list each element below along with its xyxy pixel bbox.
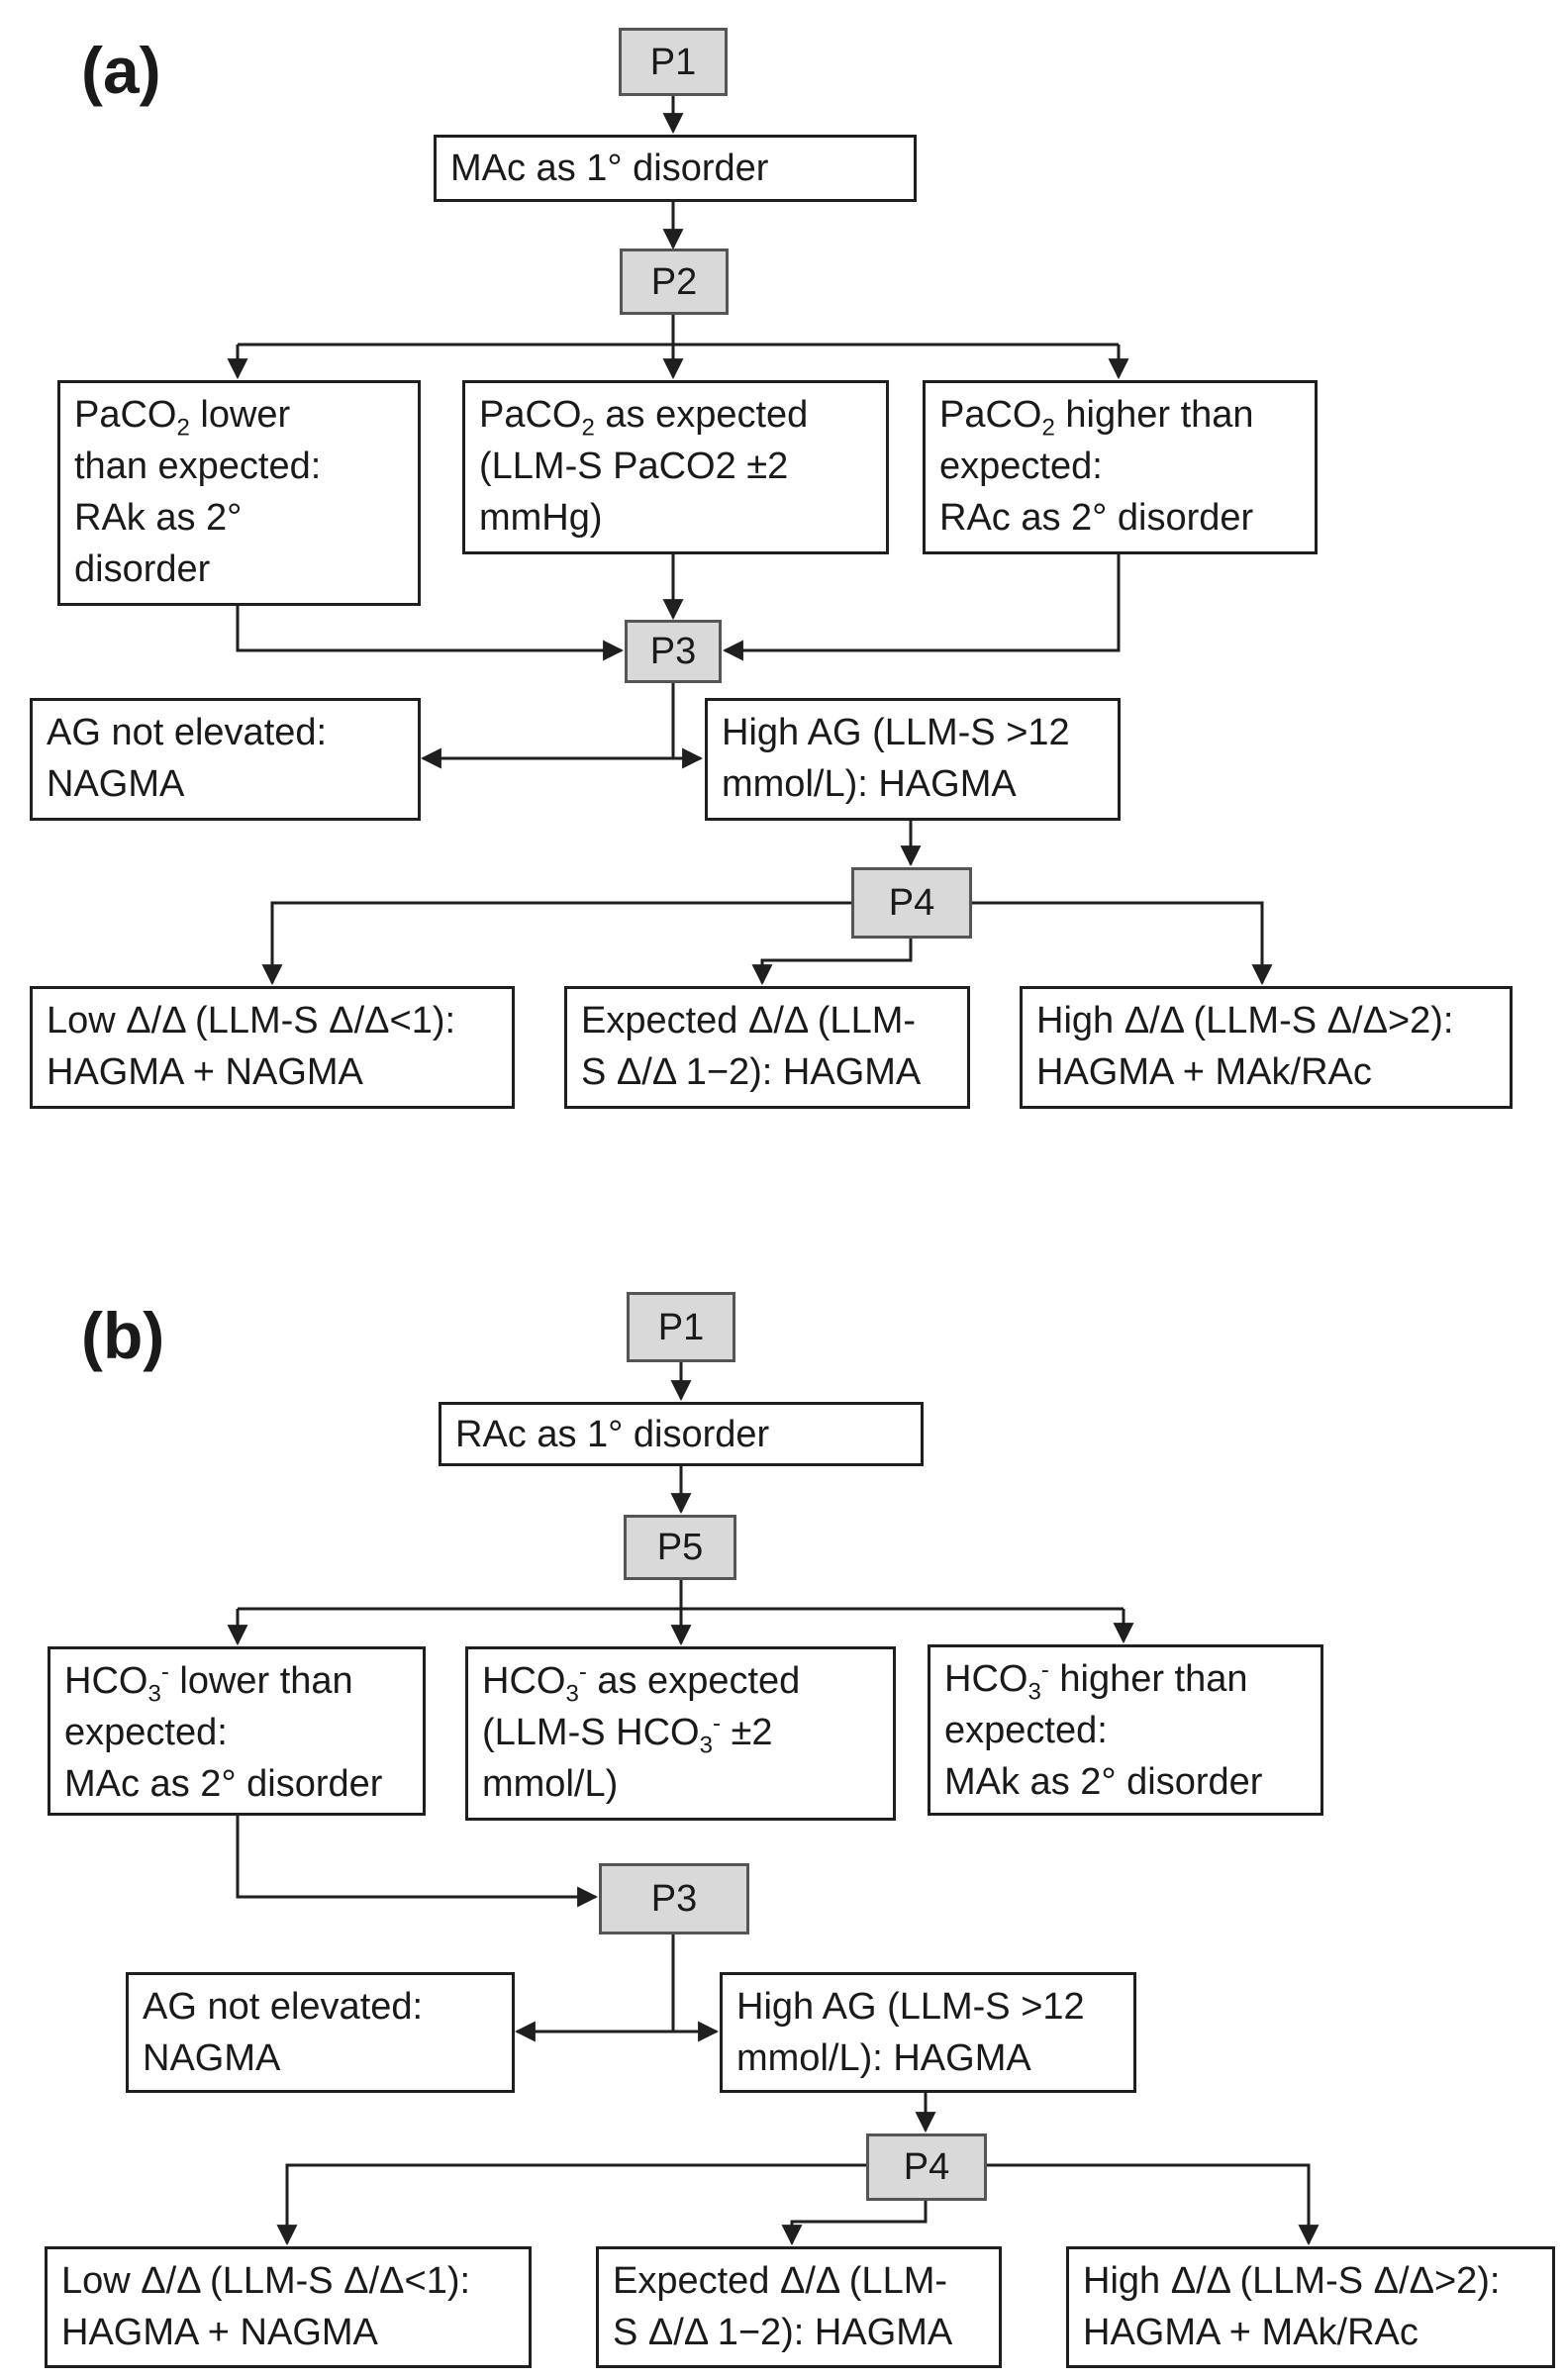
step-p3-a: P3	[625, 620, 722, 683]
hco3-higher-prefix: HCO	[944, 1658, 1028, 1700]
arrow-b-low-p3	[236, 1816, 599, 1908]
hco3-expected-subscript-2: 3	[699, 1732, 713, 1759]
arrow-a-to-ddexp	[751, 939, 913, 986]
paco2-higher-prefix: PaCO	[939, 394, 1042, 436]
hco3-higher-text: higher than expected: MAk as 2° disorder	[944, 1658, 1263, 1803]
delta-ratio-high-b: High Δ/Δ (LLM-S Δ/Δ>2): HAGMA + MAk/RAc	[1066, 2246, 1555, 2368]
paco2-expected-box-a: PaCO2 as expected (LLM-S PaCO2 ±2 mmHg)	[462, 380, 889, 554]
ag-not-elevated-b: AG not elevated: NAGMA	[126, 1972, 515, 2093]
hco3-higher-superscript: -	[1040, 1656, 1049, 1684]
delta-ratio-expected-b: Expected Δ/Δ (LLM- S Δ/Δ 1−2): HAGMA	[596, 2246, 1002, 2368]
delta-ratio-low-b: Low Δ/Δ (LLM-S Δ/Δ<1): HAGMA + NAGMA	[45, 2246, 532, 2368]
hco3-higher-box-b: HCO3- higher than expected: MAk as 2° di…	[928, 1644, 1323, 1816]
paco2-expected-prefix: PaCO	[479, 394, 582, 436]
hco3-expected-text: as expected (LLM-S HCO	[482, 1660, 801, 1753]
delta-ratio-expected-a: Expected Δ/Δ (LLM- S Δ/Δ 1−2): HAGMA	[564, 986, 970, 1109]
paco2-higher-text: higher than expected: RAc as 2° disorder	[939, 394, 1254, 539]
arrow-b-to-ddhigh	[985, 2163, 1320, 2246]
hco3-expected-text-2: ±2 mmol/L)	[482, 1712, 773, 1805]
hco3-expected-box-b: HCO3- as expected (LLM-S HCO3- ±2 mmol/L…	[465, 1646, 896, 1821]
hco3-lower-superscript: -	[160, 1658, 169, 1686]
ag-not-elevated-a: AG not elevated: NAGMA	[30, 698, 421, 821]
arrow-a-high-p3	[722, 554, 1121, 661]
primary-disorder-b: RAc as 1° disorder	[439, 1402, 924, 1466]
arrow-a-low-p3	[236, 606, 625, 661]
hco3-expected-superscript-2: -	[712, 1710, 721, 1737]
hco3-lower-subscript: 3	[147, 1680, 161, 1708]
paco2-lower-prefix: PaCO	[74, 394, 177, 436]
arrow-b-to-ddexp	[781, 2201, 928, 2246]
panel-label-a: (a)	[81, 34, 161, 107]
hco3-lower-prefix: HCO	[64, 1660, 148, 1702]
hco3-expected-superscript: -	[578, 1658, 587, 1686]
step-p1-b: P1	[627, 1292, 735, 1362]
panel-label-b: (b)	[81, 1299, 165, 1372]
hco3-higher-subscript: 3	[1027, 1678, 1041, 1706]
hco3-lower-text: lower than expected: MAc as 2° disorder	[64, 1660, 383, 1805]
arrow-a-to-ddlow	[261, 901, 851, 986]
step-p4-b: P4	[866, 2133, 987, 2201]
step-p2-a: P2	[620, 248, 729, 315]
hco3-lower-box-b: HCO3- lower than expected: MAc as 2° dis…	[48, 1646, 426, 1816]
paco2-lower-text: lower than expected: RAk as 2° disorder	[74, 394, 322, 590]
paco2-higher-box-a: PaCO2 higher than expected: RAc as 2° di…	[923, 380, 1318, 554]
arrow-b-to-ddlow	[276, 2163, 866, 2246]
hco3-expected-subscript: 3	[565, 1680, 579, 1708]
paco2-expected-subscript: 2	[581, 414, 595, 442]
high-ag-b: High AG (LLM-S >12 mmol/L): HAGMA	[720, 1972, 1136, 2093]
step-p1-a: P1	[619, 28, 728, 96]
delta-ratio-low-a: Low Δ/Δ (LLM-S Δ/Δ<1): HAGMA + NAGMA	[30, 986, 515, 1109]
step-p3-b: P3	[599, 1863, 749, 1934]
primary-disorder-a: MAc as 1° disorder	[434, 135, 917, 202]
hco3-expected-prefix: HCO	[482, 1660, 566, 1702]
high-ag-a: High AG (LLM-S >12 mmol/L): HAGMA	[705, 698, 1121, 821]
paco2-higher-subscript: 2	[1041, 414, 1055, 442]
delta-ratio-high-a: High Δ/Δ (LLM-S Δ/Δ>2): HAGMA + MAk/RAc	[1020, 986, 1513, 1109]
paco2-expected-text: as expected (LLM-S PaCO2 ±2 mmHg)	[479, 394, 809, 539]
paco2-lower-subscript: 2	[176, 414, 190, 442]
step-p5-b: P5	[624, 1515, 736, 1580]
step-p4-a: P4	[851, 867, 972, 939]
paco2-lower-box-a: PaCO2 lower than expected: RAk as 2° dis…	[57, 380, 421, 606]
arrow-a-to-ddhigh	[970, 901, 1273, 986]
